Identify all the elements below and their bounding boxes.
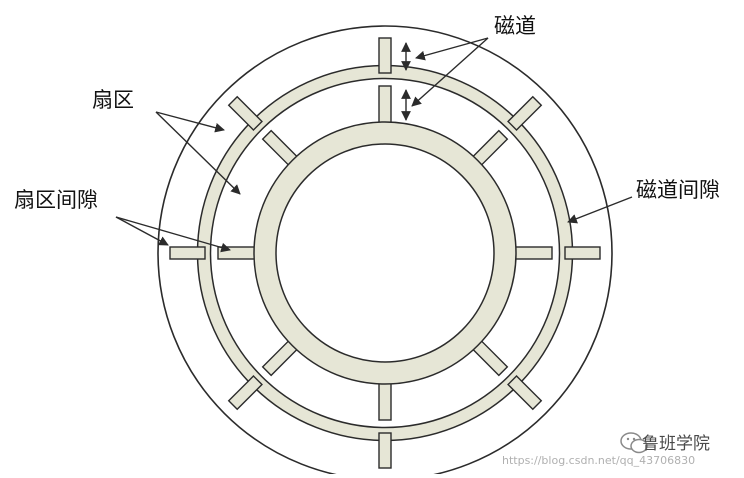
sector-gap	[169, 246, 206, 260]
sector-gap-leader-2	[115, 216, 231, 253]
wechat-icon	[620, 432, 648, 454]
sector-gap	[227, 95, 263, 131]
sector-gap	[378, 37, 392, 74]
watermark: 鲁班学院 https://blog.csdn.net/qq_43706830	[502, 427, 738, 467]
inner-sector-gaps	[217, 85, 553, 421]
label-track: 磁道	[494, 14, 536, 38]
watermark-name: 鲁班学院	[642, 434, 710, 454]
sector-gap	[507, 95, 543, 131]
sector-gap	[378, 85, 392, 124]
label-sector-gap: 扇区间隙	[14, 188, 98, 212]
track-gap-leader	[567, 196, 633, 224]
sector-gap	[378, 432, 392, 469]
sector-gap	[378, 382, 392, 421]
sector-gap	[564, 246, 601, 260]
sector-gap	[507, 375, 543, 411]
label-track-gap: 磁道间隙	[636, 178, 720, 202]
sector-leader-1	[155, 111, 225, 133]
sector-gap	[514, 246, 553, 260]
track-leader-2	[411, 37, 489, 107]
track-leader-1	[415, 37, 489, 61]
inner-ring-fill	[254, 122, 516, 384]
outer-sector-gaps	[169, 37, 601, 469]
sector-gap	[227, 375, 263, 411]
sector-leader-2	[155, 111, 241, 195]
watermark-url: https://blog.csdn.net/qq_43706830	[502, 454, 696, 467]
sector-gap-leader-1	[115, 216, 169, 246]
label-sector: 扇区	[92, 88, 134, 112]
